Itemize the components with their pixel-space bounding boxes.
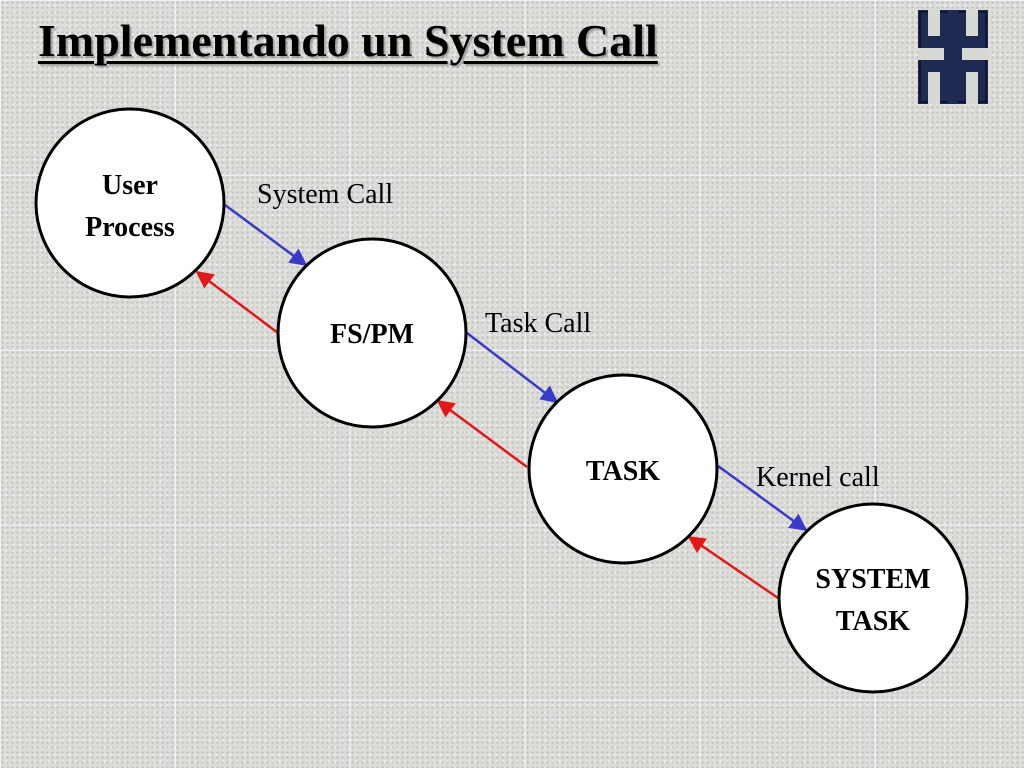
node-label-line: SYSTEM <box>815 564 930 595</box>
edge-label-task-call: Task Call <box>485 308 591 339</box>
return-arrow-fs-pm <box>195 270 279 334</box>
page-title: Implementando un System Call <box>38 15 658 66</box>
node-label-line: User <box>102 170 158 201</box>
university-logo-icon <box>918 10 988 104</box>
node-label-line: Process <box>85 212 175 243</box>
system-call-arrow <box>224 203 308 267</box>
task-call-arrow <box>466 332 559 404</box>
node-task: TASK <box>527 373 719 565</box>
node-fs-pm: FS/PM <box>276 237 468 429</box>
node-system-task: SYSTEM TASK <box>777 502 969 694</box>
return-arrow-system-task <box>687 535 779 600</box>
node-label-line: FS/PM <box>330 319 414 350</box>
node-label-line: TASK <box>586 456 660 487</box>
return-arrow-task <box>436 399 528 469</box>
kernel-call-arrow <box>717 464 808 532</box>
node-user-process: User Process <box>34 107 226 299</box>
node-label-line: TASK <box>836 606 910 637</box>
edge-label-kernel-call: Kernel call <box>756 462 880 493</box>
edge-label-system-call: System Call <box>257 179 393 210</box>
